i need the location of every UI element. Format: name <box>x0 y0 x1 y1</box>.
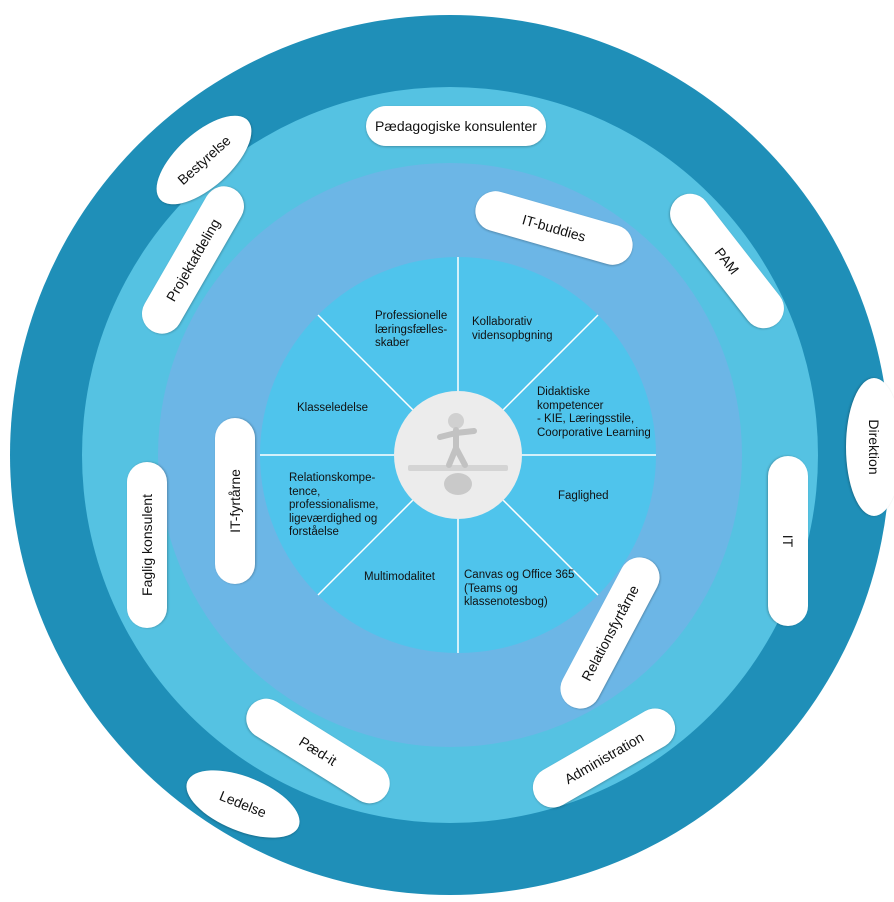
segment-label-relationskompetence: Relationskompe-tence, professionalisme,l… <box>289 472 379 538</box>
segment-label-klasseledelse: Klasseledelse <box>297 402 368 414</box>
segment-dividers <box>260 257 656 653</box>
segment-divider-line <box>317 314 414 411</box>
balancing-figure-icon <box>408 413 508 495</box>
pill-faglig-konsulent: Faglig konsulent <box>127 462 167 628</box>
segment-label-canvas: Canvas og Office 365(Teams og klassenote… <box>464 569 575 608</box>
segment-label-multimodalitet: Multimodalitet <box>364 571 435 583</box>
pill-it-fyrtaarne: IT-fyrtårne <box>215 418 255 584</box>
segment-divider-line <box>502 499 599 596</box>
ellipse-direktion: Direktion <box>846 378 894 516</box>
segment-divider-line <box>317 499 414 596</box>
pill-it: IT <box>768 456 808 626</box>
segment-label-faglighed: Faglighed <box>558 490 609 502</box>
pill-paedagogiske-konsulenter: Pædagogiske konsulenter <box>366 106 546 146</box>
segment-divider-line <box>502 314 599 411</box>
